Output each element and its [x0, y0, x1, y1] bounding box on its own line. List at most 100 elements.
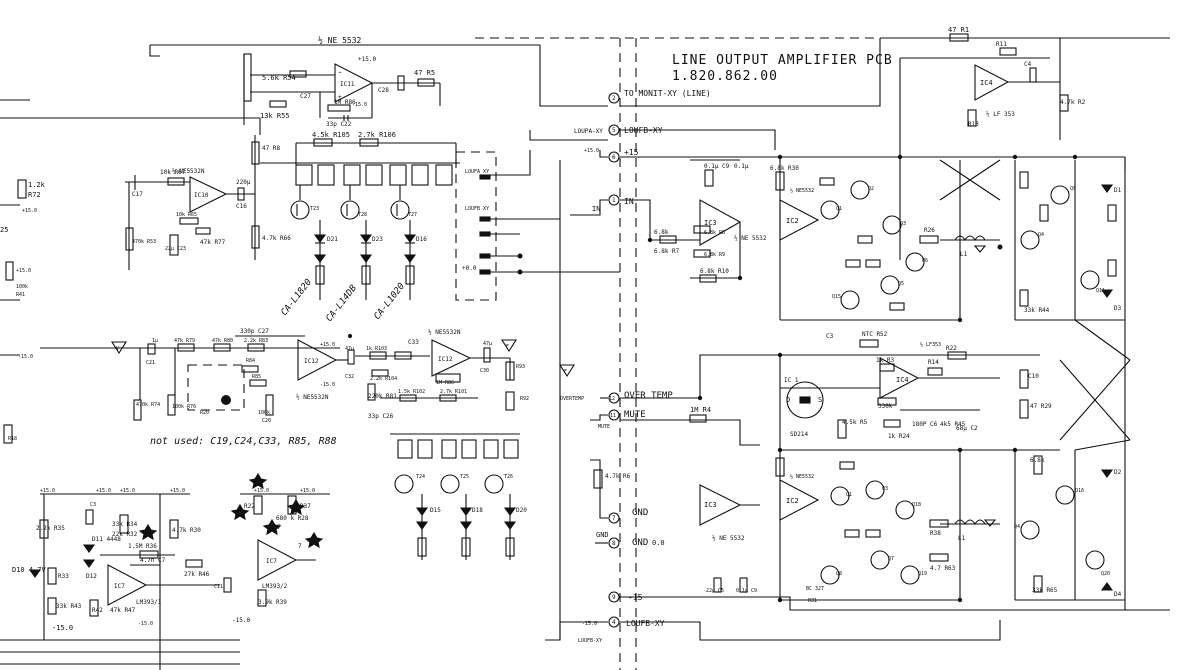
svg-text:R84: R84	[246, 358, 255, 364]
svg-text:1.5M R36: 1.5M R36	[128, 543, 157, 550]
ic3-input-block: IC3 ½ NE 5532 6.8k 6.8k R7 6.8k R8 6.8k …	[650, 159, 767, 283]
svg-text:R22: R22	[244, 503, 255, 510]
svg-text:IC10: IC10	[194, 192, 209, 199]
svg-text:Q5: Q5	[898, 281, 904, 287]
svg-text:33k R34: 33k R34	[112, 521, 138, 528]
svg-text:-15.0: -15.0	[138, 621, 153, 627]
overtemp-block: IC 1 SD214 D S IC4 ½ LF353 NTC R52 1k R3…	[779, 331, 1060, 451]
svg-text:IC7: IC7	[114, 583, 125, 590]
connector-6: 6 +15	[608, 148, 639, 163]
wire-overtemp	[620, 354, 840, 399]
wire-mute	[620, 419, 760, 446]
svg-text:½ NE 5532: ½ NE 5532	[712, 535, 745, 542]
wire-box-top	[490, 150, 531, 176]
svg-text:+15.0: +15.0	[254, 488, 269, 494]
output-stage-right: Q9 Q4 Q11 D1 D3 33k R44 Q16 Q4 Q20 D2 D4…	[939, 157, 1131, 610]
svg-text:47 R1: 47 R1	[948, 26, 969, 34]
svg-text:2.2k R83: 2.2k R83	[244, 338, 268, 344]
svg-text:C33: C33	[408, 339, 419, 346]
svg-text:1k R24: 1k R24	[888, 433, 910, 440]
svg-text:R72: R72	[28, 191, 41, 199]
svg-text:6.8k R10: 6.8k R10	[700, 268, 729, 275]
svg-text:IC12: IC12	[438, 356, 453, 363]
svg-text:LOUFA XY: LOUFA XY	[465, 169, 489, 175]
svg-text:R92: R92	[520, 396, 529, 402]
svg-text:C16: C16	[236, 203, 247, 210]
minus15-side-label: -15.0	[582, 621, 597, 627]
svg-text:D23: D23	[372, 236, 383, 243]
svg-text:Q6: Q6	[922, 258, 928, 264]
svg-text:D21: D21	[327, 236, 338, 243]
svg-text:D: D	[786, 396, 790, 404]
ic10-block: IC10 ½ NE5532N 10k R67 C17 220μ C16 47 R…	[0, 99, 291, 270]
svg-text:330p C27: 330p C27	[240, 328, 269, 335]
ic7-block: +15.0 +15.0 +15.0 +15.0 2.2k R35 D10 4.7…	[0, 488, 250, 670]
svg-text:L1: L1	[960, 251, 968, 258]
svg-text:+15.0: +15.0	[358, 56, 376, 63]
svg-text:D3: D3	[1114, 305, 1122, 312]
svg-text:R33: R33	[58, 573, 69, 580]
svg-text:½ NE5532: ½ NE5532	[790, 473, 814, 480]
svg-text:D11 4448: D11 4448	[92, 536, 121, 543]
svg-text:S: S	[818, 396, 822, 404]
svg-text:T25: T25	[460, 474, 469, 480]
svg-text:½ NE5532N: ½ NE5532N	[172, 168, 205, 175]
svg-text:C17: C17	[132, 191, 143, 198]
svg-text:Q4: Q4	[1038, 232, 1044, 238]
svg-text:R26: R26	[924, 227, 935, 234]
title-line1: LINE OUTPUT AMPLIFIER PCB	[672, 53, 893, 68]
svg-text:C10: C10	[1028, 373, 1039, 380]
svg-text:+15.0: +15.0	[40, 488, 55, 494]
svg-text:V: V	[116, 346, 119, 352]
wire-in	[620, 199, 651, 240]
svg-text:Q2: Q2	[868, 186, 874, 192]
svg-text:½ NE 5532: ½ NE 5532	[734, 235, 767, 242]
svg-text:+15.0: +15.0	[22, 208, 37, 214]
led-bank-lower: T24 T25 T26 D15 D18 D20	[390, 433, 527, 560]
svg-text:4k5 R45: 4k5 R45	[940, 421, 966, 428]
svg-text:47k R47: 47k R47	[110, 607, 136, 614]
svg-text:R31: R31	[808, 598, 817, 604]
svg-text:IC4: IC4	[896, 376, 909, 384]
svg-text:47k R79: 47k R79	[174, 338, 195, 344]
svg-text:6.8k R8: 6.8k R8	[704, 230, 725, 236]
loufb-bottom-label: LOUFB-XY	[578, 638, 602, 644]
svg-text:R41: R41	[16, 292, 25, 298]
svg-text:R38: R38	[930, 530, 941, 537]
svg-text:+15: +15	[624, 148, 639, 157]
svg-text:47 R8: 47 R8	[262, 145, 280, 152]
star-marker	[248, 472, 268, 490]
svg-text:R42: R42	[92, 607, 103, 614]
svg-text:R11: R11	[996, 41, 1007, 48]
svg-text:Q7: Q7	[888, 556, 894, 562]
svg-text:R93: R93	[516, 364, 525, 370]
ic12-left-block: V 1μ C21 47k R79 47k R80 2.2k R83 330p C…	[40, 328, 355, 424]
svg-text:4.7n C7: 4.7n C7	[140, 557, 166, 564]
svg-text:10k R67: 10k R67	[160, 169, 186, 176]
svg-text:680 k R28: 680 k R28	[276, 515, 309, 522]
wire-loufb	[620, 129, 776, 150]
svg-text:F: F	[564, 369, 567, 375]
svg-text:220μ: 220μ	[236, 179, 251, 186]
svg-text:D20: D20	[516, 507, 527, 514]
connector-2: 2 TO MONIT-XY (LINE)	[608, 89, 711, 104]
svg-text:33p C26: 33p C26	[368, 413, 394, 420]
svg-text:330k: 330k	[878, 403, 893, 410]
left-edge-components: 1.2k R72 +15.0 25 +15.0 100k R41 -15.0 R…	[0, 179, 46, 444]
junction-dots	[647, 154, 1078, 603]
svg-text:D10 4.7V: D10 4.7V	[12, 566, 47, 574]
ic7b-block: +15.0 +15.0 R22 IC7 LM393/2 680 k R28 R2…	[230, 472, 330, 607]
svg-text:IC12: IC12	[304, 358, 319, 365]
svg-text:25: 25	[0, 226, 8, 234]
svg-text:2.2k R35: 2.2k R35	[36, 525, 65, 532]
svg-text:D4: D4	[1114, 591, 1122, 598]
svg-text:R85: R85	[252, 374, 261, 380]
svg-text:C11: C11	[214, 584, 223, 590]
connector-4: 4 LOUFB-XY	[608, 616, 665, 628]
svg-text:½ LF353: ½ LF353	[920, 341, 941, 348]
svg-text:C30: C30	[480, 368, 489, 374]
svg-text:Q20: Q20	[1101, 571, 1110, 577]
wire-top-left	[149, 45, 160, 57]
svg-text:68μ C2: 68μ C2	[956, 425, 978, 432]
svg-text:R37: R37	[300, 503, 311, 510]
